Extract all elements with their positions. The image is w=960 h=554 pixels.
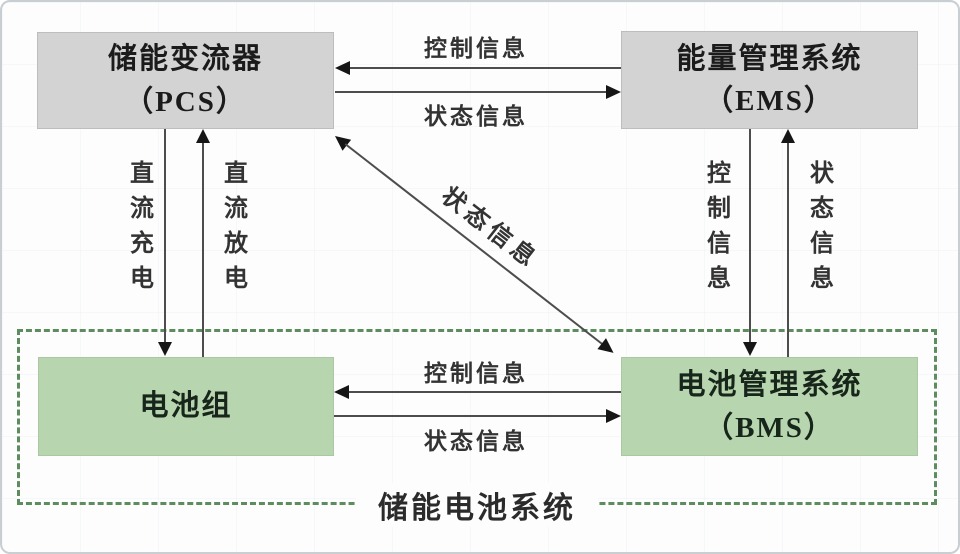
arrow-pcs-to-battery-charge bbox=[164, 129, 166, 343]
arrow-battery-to-pcs-discharge bbox=[202, 143, 204, 357]
battery-system-group-label: 储能电池系统 bbox=[356, 483, 598, 527]
arrowhead-ems-to-bms-icon bbox=[743, 342, 757, 356]
node-pcs-subtitle: （PCS） bbox=[124, 85, 247, 118]
label-bms-to-ems-status: 状态信息 bbox=[805, 160, 832, 300]
label-dc-charge: 直流充电 bbox=[125, 160, 152, 300]
arrowhead-battery-to-pcs-icon bbox=[196, 129, 210, 143]
node-pcs-title: 储能变流器 bbox=[107, 43, 263, 76]
node-bms-subtitle: （BMS） bbox=[704, 411, 835, 444]
arrow-pcs-to-ems-status bbox=[335, 91, 606, 93]
label-ems-to-bms-control: 控制信息 bbox=[702, 160, 729, 300]
label-bms-to-battery-control: 控制信息 bbox=[424, 361, 528, 386]
arrow-bms-to-ems-status bbox=[787, 143, 789, 357]
node-ems: 能量管理系统 （EMS） bbox=[621, 31, 918, 129]
arrow-bms-pcs-status-diagonal bbox=[330, 130, 618, 359]
label-ems-to-pcs-control: 控制信息 bbox=[424, 36, 528, 61]
arrowhead-bms-to-battery-icon bbox=[334, 385, 349, 399]
node-battery-pack-title: 电池组 bbox=[139, 390, 233, 423]
label-battery-to-bms-status: 状态信息 bbox=[424, 429, 528, 454]
arrowhead-battery-to-bms-icon bbox=[606, 409, 621, 423]
node-pcs: 储能变流器 （PCS） bbox=[37, 32, 334, 129]
arrowhead-bms-to-ems-icon bbox=[781, 129, 795, 143]
node-battery-pack: 电池组 bbox=[38, 357, 334, 456]
node-bms-title: 电池管理系统 bbox=[676, 369, 863, 402]
node-ems-subtitle: （EMS） bbox=[704, 85, 835, 117]
arrow-ems-to-bms-control bbox=[749, 129, 751, 343]
diagonal-line bbox=[344, 143, 604, 346]
arrow-bms-to-battery-control bbox=[349, 391, 621, 393]
label-dc-discharge: 直流放电 bbox=[219, 160, 246, 300]
label-pcs-to-ems-status: 状态信息 bbox=[424, 104, 528, 129]
arrow-battery-to-bms-status bbox=[334, 415, 606, 417]
arrowhead-pcs-to-battery-icon bbox=[158, 342, 172, 356]
node-ems-title: 能量管理系统 bbox=[676, 42, 863, 75]
arrowhead-pcs-to-ems-icon bbox=[606, 85, 621, 99]
arrowhead-ems-to-pcs-icon bbox=[335, 61, 350, 75]
node-bms: 电池管理系统 （BMS） bbox=[621, 357, 918, 456]
arrow-ems-to-pcs-control bbox=[350, 67, 621, 69]
